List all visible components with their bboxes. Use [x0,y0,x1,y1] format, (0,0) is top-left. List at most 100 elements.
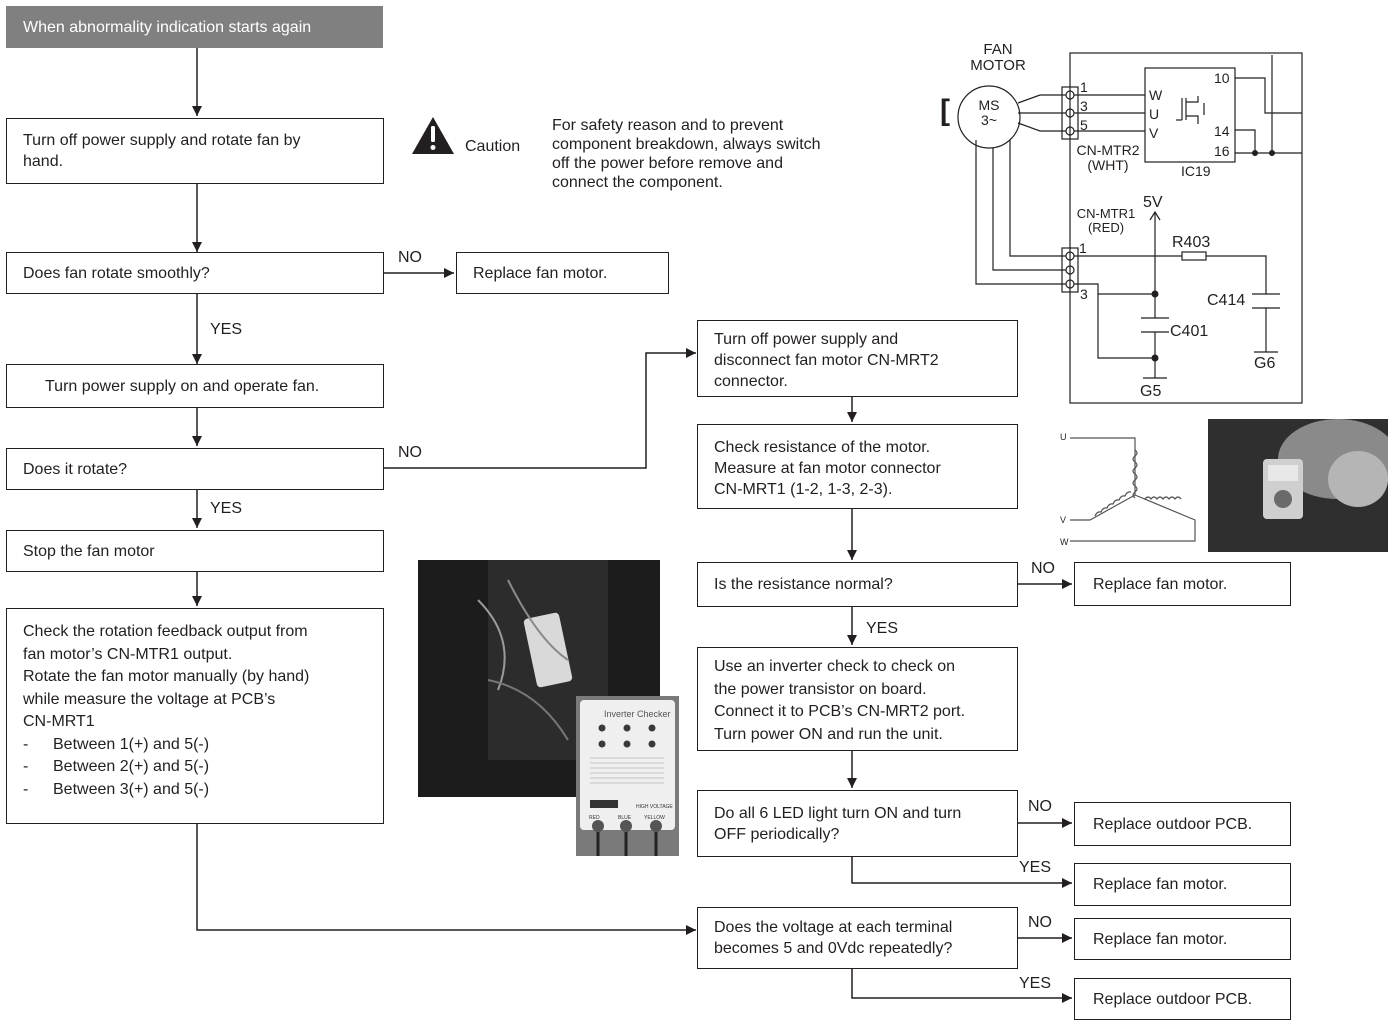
g6-label: G6 [1254,355,1276,372]
caution-text-line: off the power before remove and [552,155,783,172]
decision-text-line: becomes 5 and 0Vdc repeatedly? [714,940,953,957]
step-text-line: Turn off power supply and rotate fan by [23,132,301,149]
step-turn-off-rotate: Turn off power supply and rotate fan by … [6,118,384,184]
decision-text: Is the resistance normal? [714,576,893,593]
decision-text-line: Does the voltage at each terminal [714,919,953,936]
caution-title: Caution [465,138,521,155]
step-text-line: while measure the voltage at PCB’s [23,690,276,708]
step-text: Turn power supply on and operate fan. [45,377,320,395]
winding-v-label: V [1060,515,1067,525]
winding-w-label: W [1060,537,1069,547]
action-text: Replace fan motor. [1093,930,1228,948]
label-yes: YES [1019,975,1052,992]
list-item-text: Between 3(+) and 5(-) [53,780,210,798]
step-turn-on-operate: Turn power supply on and operate fan. [6,364,384,408]
c414-label: C414 [1207,292,1246,309]
step-text-line: Measure at fan motor connector [714,460,941,477]
label-line: (RED) [1087,220,1125,235]
label-no: NO [398,249,422,266]
action-text: Replace fan motor. [473,264,608,282]
caution-text-line: For safety reason and to prevent [552,117,784,134]
step-text-line: Check the rotation feedback output from [23,623,308,640]
action-replace-outdoor-pcb-2: Replace outdoor PCB. [1074,978,1291,1020]
bullet-dash: - [23,735,29,753]
ic-pin-label: W [1149,87,1163,103]
step-text-line: Use an inverter check to check on [714,658,956,675]
caution-text: For safety reason and to prevent compone… [552,116,821,192]
step-text-line: Check resistance of the motor. [714,439,931,456]
label-yes: YES [210,321,243,338]
step-text-line: fan motor’s CN-MTR1 output. [23,645,233,663]
action-replace-outdoor-pcb-1: Replace outdoor PCB. [1074,802,1291,846]
ic-pin-label: 10 [1214,70,1230,86]
action-replace-fan-motor-4: Replace fan motor. [1074,918,1291,960]
decision-text: Does it rotate? [23,460,128,478]
step-turn-off-disconnect: Turn off power supply and disconnect fan… [697,320,1018,397]
action-text: Replace fan motor. [1093,876,1228,893]
label-yes: YES [210,500,243,517]
label-no: NO [1028,798,1052,815]
pin-label: 1 [1080,79,1088,95]
label-yes: YES [866,620,899,637]
r403-label: R403 [1172,234,1211,251]
start-header-text: When abnormality indication starts again [23,18,312,36]
ic-pin-label: 16 [1214,143,1230,159]
step-check-feedback: Check the rotation feedback output from … [6,608,384,824]
step-text-line: Turn power ON and run the unit. [714,725,943,743]
decision-led-periodic: Do all 6 LED light turn ON and turn OFF … [697,790,1018,857]
step-text: Stop the fan motor [23,542,155,560]
list-item: - Between 2(+) and 5(-) [23,756,367,779]
decision-text-line: Do all 6 LED light turn ON and turn [714,804,962,822]
action-text: Replace fan motor. [1093,575,1228,593]
bullet-dash: - [23,780,29,798]
start-header: When abnormality indication starts again [6,6,383,48]
list-item: - Between 3(+) and 5(-) [23,779,367,802]
action-replace-fan-motor-2: Replace fan motor. [1074,562,1291,606]
label-no: NO [1028,914,1052,931]
label-line: 3~ [981,112,997,128]
checker-title: Inverter Checker [604,709,671,719]
pin-label: 3 [1080,286,1088,302]
label-yes: YES [1019,859,1052,876]
decision-text-line: OFF periodically? [714,825,840,843]
step-text-line: disconnect fan motor CN-MRT2 [714,352,939,369]
label-line: MOTOR [970,57,1026,74]
step-check-resistance: Check resistance of the motor. Measure a… [697,424,1018,509]
step-text-line: Rotate the fan motor manually (by hand) [23,668,310,685]
label-line: CN-MTR2 [1076,142,1140,158]
bracket-mark: [ [940,94,950,127]
decision-text: Does fan rotate smoothly? [23,264,210,282]
action-text: Replace outdoor PCB. [1093,990,1253,1008]
meter-measurement-photo [1208,419,1388,552]
step-text-line: connector. [714,373,788,390]
label-no: NO [398,444,422,461]
step-inverter-check: Use an inverter check to check on the po… [697,647,1018,751]
winding-u-label: U [1060,432,1067,442]
label-line: FAN [983,41,1013,58]
list-item-text: Between 2(+) and 5(-) [53,758,210,775]
action-text: Replace outdoor PCB. [1093,815,1253,833]
action-replace-fan-motor-1: Replace fan motor. [456,252,669,294]
decision-rotate-smoothly: Does fan rotate smoothly? [6,252,384,294]
cn-mtr2-label: CN-MTR2 (WHT) [1074,143,1142,173]
g5-label: G5 [1140,383,1162,400]
label-line: MS [978,97,1000,113]
step-stop-fan: Stop the fan motor [6,530,384,572]
caution-text-line: component breakdown, always switch [552,136,821,153]
meter-photo-illustration [1208,419,1388,552]
step-text-line: hand. [23,153,64,170]
step-text-line: CN-MRT1 (1-2, 1-3, 2-3). [714,481,893,498]
step-text-line: the power transistor on board. [714,680,927,698]
decision-resistance-normal: Is the resistance normal? [697,562,1018,607]
fan-motor-label: FAN MOTOR [970,42,1026,74]
bullet-dash: - [23,758,29,775]
ic-pin-label: 14 [1214,123,1230,139]
caution-text-line: connect the component. [552,174,723,191]
inverter-checker-photo: Inverter Checker RED BLUE YELLOW HIGH VO… [576,696,679,856]
action-replace-fan-motor-3: Replace fan motor. [1074,863,1291,906]
motor-symbol-label: MS 3~ [975,98,1003,128]
step-text-line: Connect it to PCB’s CN-MRT2 port. [714,703,966,720]
ic19-label: IC19 [1181,163,1211,179]
pin-label: 5 [1080,117,1088,133]
